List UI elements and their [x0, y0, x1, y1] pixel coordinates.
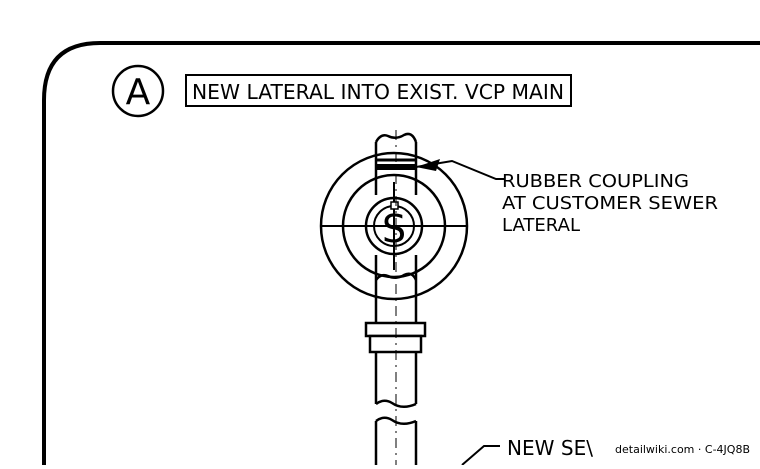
detail-title-box: NEW LATERAL INTO EXIST. VCP MAIN: [185, 74, 572, 107]
detail-title: NEW LATERAL INTO EXIST. VCP MAIN: [192, 80, 564, 104]
coupling-callout-line3: LATERAL: [502, 215, 580, 236]
manhole-crosshair: [322, 182, 466, 270]
lateral-pipe-lower: [374, 352, 418, 408]
coupling-leader-arrow: [416, 159, 440, 171]
watermark: detailwiki.com · C-4JQ8B: [615, 443, 750, 456]
coupling-callout: RUBBER COUPLING AT CUSTOMER SEWER LATERA…: [502, 171, 718, 236]
detail-marker: A: [111, 64, 165, 118]
invert-marker: [390, 201, 399, 210]
new-sewer-leader: [461, 445, 500, 466]
detail-marker-letter: A: [126, 72, 151, 113]
coupling-callout-line1: RUBBER COUPLING: [502, 171, 689, 192]
coupling-callout-line2: AT CUSTOMER SEWER: [502, 193, 718, 214]
lateral-pipe-bottom-end: [374, 416, 418, 465]
sheet-border: [42, 41, 760, 465]
new-sewer-callout: NEW SE\: [507, 436, 593, 460]
sewer-symbol-letter: S: [382, 207, 406, 251]
